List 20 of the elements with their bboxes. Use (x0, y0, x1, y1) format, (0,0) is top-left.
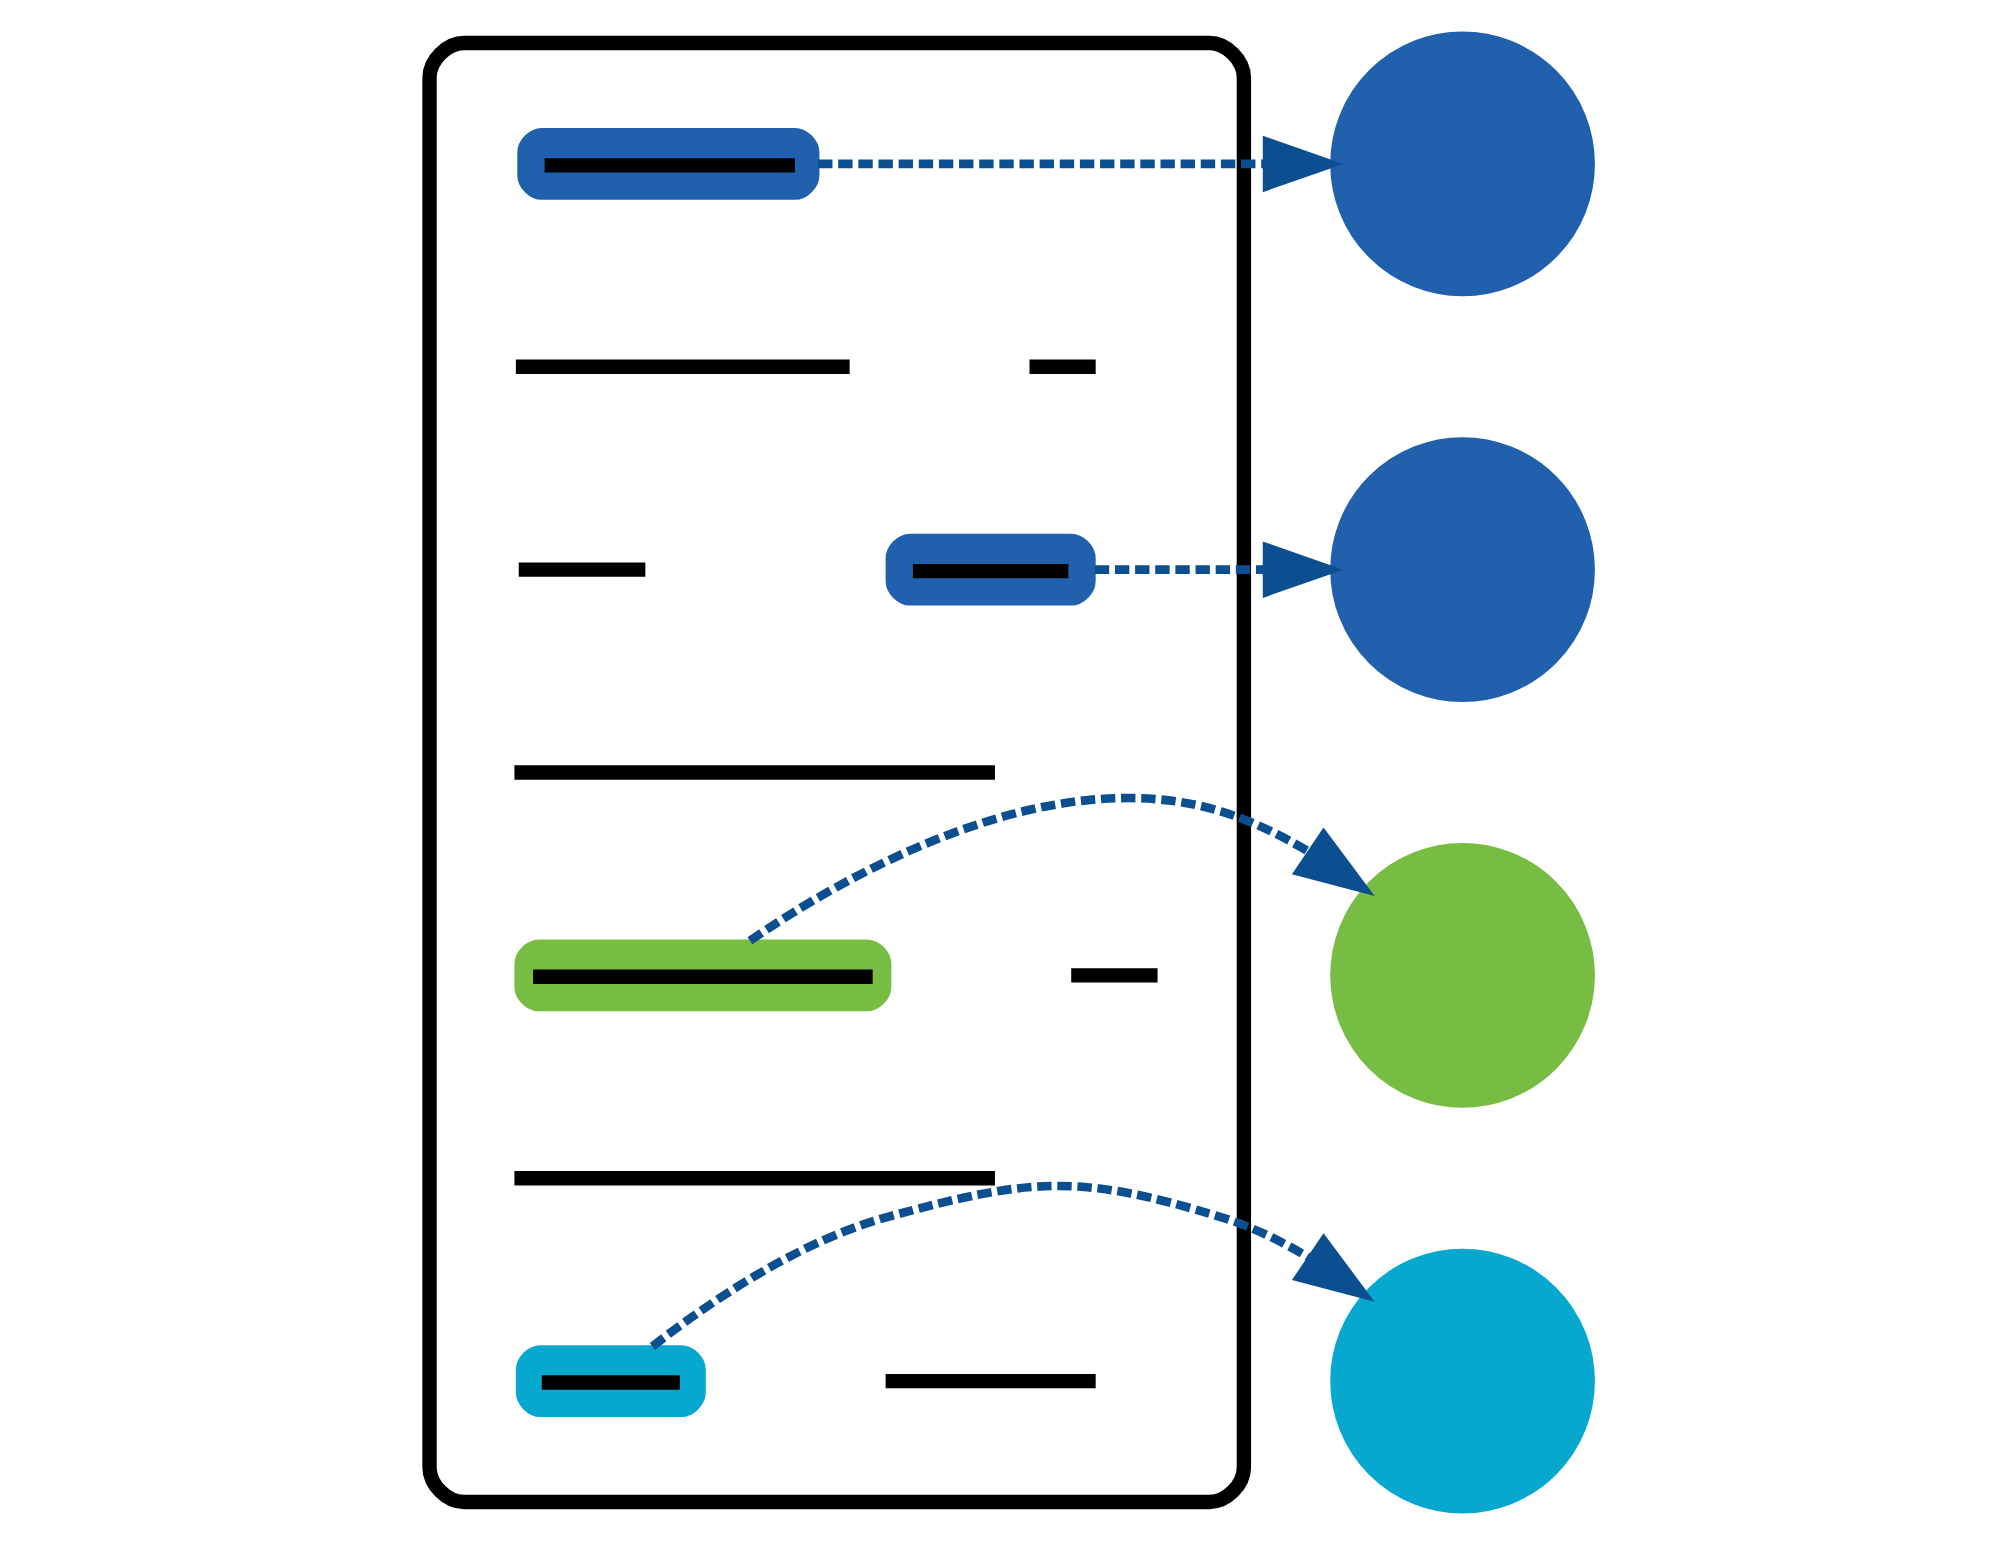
node-line (1071, 968, 1158, 983)
node-circle (1330, 843, 1595, 1108)
arrow (747, 793, 1375, 945)
node-bar (515, 1345, 706, 1418)
arrow (818, 135, 1344, 193)
node-line (1029, 359, 1096, 374)
node-line (514, 1171, 995, 1186)
arrow (1094, 541, 1344, 598)
node-line (885, 1373, 1096, 1389)
node-line (518, 562, 646, 577)
node-line (515, 359, 850, 374)
arrow (649, 1181, 1375, 1350)
node-line (514, 765, 995, 780)
node-bar (885, 533, 1096, 606)
node-circle (1330, 31, 1595, 297)
node-circle (1330, 437, 1595, 702)
node-bar (517, 127, 820, 200)
node-circle (1330, 1248, 1595, 1514)
node-bar (514, 939, 892, 1012)
cluster (422, 35, 1252, 1510)
